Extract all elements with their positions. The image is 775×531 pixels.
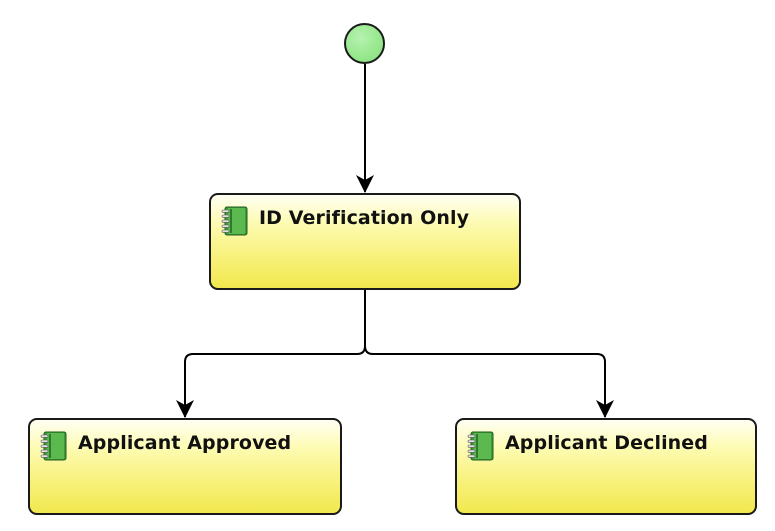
edge-id-verification-to-applicant-declined[interactable] [364,290,606,417]
node-applicant-declined[interactable]: Applicant Declined [455,418,757,515]
start-node[interactable] [344,23,385,64]
arrowhead-to-applicant-declined [596,400,614,418]
notebook-icon [467,431,494,461]
edge-id-verification-to-applicant-approved[interactable] [184,290,366,417]
notebook-icon [221,206,248,236]
node-label: Applicant Approved [78,432,292,454]
node-label: Applicant Declined [505,432,708,454]
node-id-verification-only[interactable]: ID Verification Only [209,193,521,290]
arrowhead-start-to-id-verification [356,175,374,193]
node-label: ID Verification Only [259,207,470,229]
node-applicant-approved[interactable]: Applicant Approved [28,418,342,515]
arrowhead-to-applicant-approved [176,400,194,418]
notebook-icon [40,431,67,461]
